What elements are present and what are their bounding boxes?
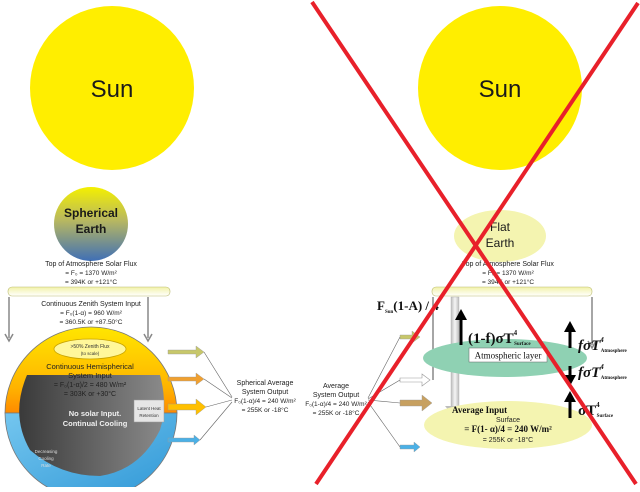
- left-zenith-line2: = 360.5K or +87.50°C: [60, 318, 123, 326]
- down-shaft-2: [450, 371, 460, 409]
- right-sun: [418, 6, 582, 170]
- surface-label: Surface: [496, 417, 520, 424]
- right-toa-bar: [431, 286, 593, 297]
- cooling-zone: [19, 375, 164, 476]
- f-sigma-2-sub: Atmosphere: [601, 376, 628, 381]
- right-output-3: F₀(1-α)/4 = 240 W/m²: [305, 401, 367, 408]
- latent-2: Retention: [139, 413, 159, 418]
- red-cross-stroke-2: [314, 1, 640, 486]
- hemisphere-diagram: >50% Zenith Flux (to scale) Continuous H…: [4, 326, 178, 492]
- output-arrow-2: [167, 372, 205, 386]
- right-output-arrow-4: [399, 441, 421, 453]
- fs-f: F: [377, 298, 385, 313]
- right-toa-title: Top of Atmosphere Solar Flux: [462, 261, 554, 268]
- right-output-arrow-2: [399, 373, 431, 387]
- surface-eq: = F(1- α)/4 = 240 W/m²: [464, 424, 552, 434]
- avg-input: Average Input: [452, 405, 507, 415]
- left-toa-line1: = F₀ = 1370 W/m²: [65, 270, 117, 277]
- right-sun-label: Sun: [479, 76, 522, 103]
- right-output-1: Average: [323, 383, 349, 390]
- right-converging-lines: [367, 336, 401, 448]
- red-cross-stroke-1: [310, 0, 638, 486]
- no-solar-1: No solar Input.: [69, 409, 122, 418]
- decreasing-3: Rate: [41, 463, 51, 468]
- decreasing-2: Cooling: [38, 456, 54, 461]
- left-side-arrow-2: [143, 297, 153, 343]
- down-shaft-1: [450, 296, 460, 346]
- right-side-arrow-2: [587, 297, 597, 350]
- f-sigma-1-sub: Atmosphere: [601, 349, 628, 354]
- surface-temp: = 255K or -18°C: [483, 436, 533, 444]
- zenith-flux-ellipse: [53, 338, 127, 360]
- converging-lines: [199, 351, 233, 441]
- right-toa-line2: = 394K or +121°C: [482, 278, 534, 286]
- left-toa-title: Top of Atmosphere Solar Flux: [45, 261, 137, 268]
- up-flux-exp: 4: [514, 329, 518, 337]
- up-flux-sub: Surface: [514, 342, 531, 347]
- hemi-text-1: Continuous Hemispherical: [46, 362, 134, 371]
- left-toa-bar: [7, 286, 171, 297]
- atm-layer-label: Atmospheric layer: [475, 351, 542, 361]
- sigma-t-exp: 4: [596, 401, 600, 409]
- hemi-text-2: System Input: [68, 371, 113, 380]
- right-output-4: = 255K or -18°C: [313, 409, 360, 417]
- left-sun-label: Sun: [91, 76, 134, 103]
- spherical-earth: [54, 187, 128, 261]
- fs-formula: FSun(1-A) / 4: [377, 298, 439, 315]
- hemi-text-3: = F₀(1-α)/2 = 480 W/m²: [54, 382, 127, 389]
- right-output-2: System Output: [313, 392, 359, 399]
- up-arrow-2-head: [564, 321, 576, 332]
- output-arrow-4: [167, 434, 201, 446]
- latent-1: Latent Heat: [137, 406, 161, 411]
- f-sigma-1: fσT: [578, 338, 601, 354]
- up-arrow-1-head: [455, 309, 467, 320]
- left-output-1: Spherical Average: [237, 380, 294, 387]
- left-output-2: System Output: [242, 389, 288, 396]
- left-toa-line2: = 394K or +121°C: [65, 278, 117, 286]
- left-zenith-line1: = F₀(1-α) = 960 W/m²: [60, 310, 123, 317]
- spherical-label-2: Earth: [76, 222, 107, 236]
- zenith-flux-1: >50% Zenith Flux: [70, 344, 110, 350]
- zenith-flux-2: (to scale): [81, 351, 100, 356]
- decreasing-1: Decreasing: [35, 449, 58, 454]
- left-output-3: F₀(1-α)/4 = 240 W/m²: [234, 398, 296, 405]
- flat-label-2: Earth: [486, 236, 515, 250]
- output-arrow-1: [167, 345, 205, 359]
- latent-box: [133, 399, 165, 423]
- hemi-text-4: = 303K or +30°C: [64, 390, 116, 398]
- output-arrow-3: [167, 398, 207, 416]
- down-arrow-2-head: [564, 375, 576, 386]
- up-arrow-3-head: [564, 391, 576, 402]
- left-output-4: = 255K or -18°C: [242, 406, 289, 414]
- sigma-t-sub: Surface: [597, 414, 614, 419]
- left-side-arrow-1: [4, 297, 14, 343]
- f-sigma-1-exp: 4: [599, 336, 604, 344]
- f-sigma-2: fσT: [578, 365, 601, 381]
- left-panel: Sun Spherical Earth Top of Atmosphere So…: [4, 6, 297, 492]
- right-toa-line1: = F₀ = 1370 W/m²: [482, 270, 534, 277]
- flat-label-1: Flat: [490, 220, 511, 234]
- f-sigma-2-exp: 4: [599, 363, 604, 371]
- no-solar-2: Continual Cooling: [63, 419, 128, 428]
- surface-ellipse: [424, 401, 592, 449]
- left-zenith-title: Continuous Zenith System Input: [41, 301, 141, 308]
- fs-sub: Sun: [385, 310, 394, 315]
- left-sun: [30, 6, 194, 170]
- up-flux: (1-f)σT: [468, 331, 514, 347]
- spherical-label-1: Spherical: [64, 206, 118, 220]
- fs-rest: (1-A) / 4: [393, 298, 439, 313]
- right-output-arrow-3: [399, 394, 433, 412]
- right-panel: Sun Flat Earth Top of Atmosphere Solar F…: [305, 0, 640, 486]
